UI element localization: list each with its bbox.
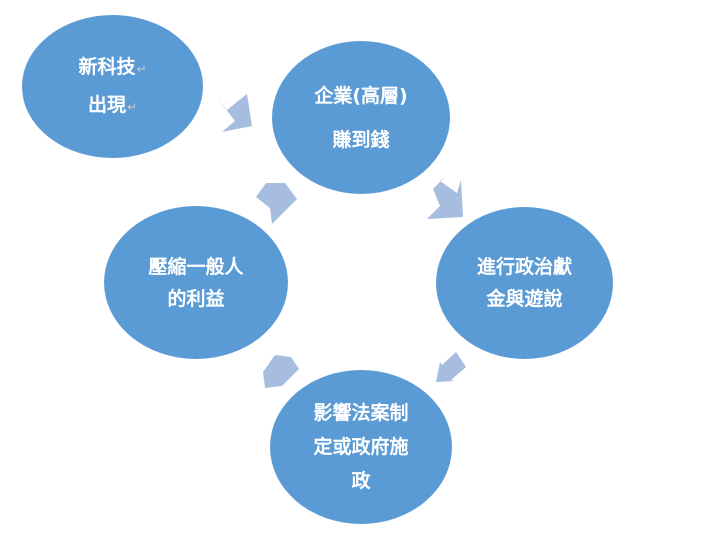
node-policy-influence: 影響法案制 定或政府施 政: [270, 370, 452, 524]
arrow-newtech-to-enterprise: [217, 94, 252, 132]
node-policy-line1: 影響法案制: [313, 402, 409, 424]
node-squeeze-line1: 壓縮一般人: [148, 255, 244, 278]
node-squeeze-public: 壓縮一般人 的利益: [104, 206, 288, 359]
node-new-tech-line2: 出現↵: [87, 93, 138, 116]
arrow-lobby-to-policy: [436, 352, 466, 382]
arrow-policy-to-squeeze: [263, 355, 299, 388]
arrow-squeeze-to-enterprise: [256, 183, 297, 224]
node-enterprise-line2: 賺到錢: [332, 128, 390, 151]
node-new-tech-line1: 新科技↵: [78, 55, 147, 78]
node-squeeze-line2: 的利益: [167, 287, 225, 310]
node-lobby-line2: 金與遊說: [486, 288, 563, 310]
paragraph-mark-icon: ↵: [136, 61, 147, 76]
node-enterprise-profit: 企業(高層) 賺到錢: [272, 41, 450, 194]
node-lobbying: 進行政治獻 金與遊說: [436, 207, 613, 359]
node-policy-line3: 政: [351, 470, 371, 492]
node-enterprise-line1: 企業(高層): [314, 84, 408, 107]
paragraph-mark-icon: ↵: [126, 99, 138, 114]
node-lobby-line1: 進行政治獻: [476, 256, 572, 278]
node-policy-line2: 定或政府施: [313, 436, 409, 458]
arrow-enterprise-to-lobby: [427, 177, 463, 219]
node-new-tech: 新科技↵ 出現↵: [22, 15, 203, 158]
